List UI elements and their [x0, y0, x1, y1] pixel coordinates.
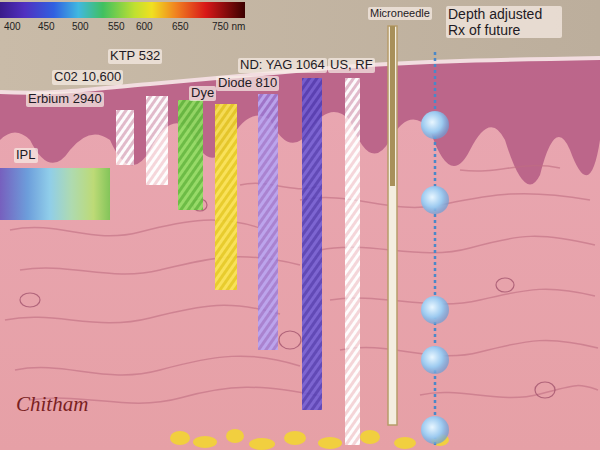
device-label: Dye [189, 86, 216, 101]
wavelength-tick: 500 [72, 21, 89, 33]
wavelength-tick: 550 [108, 21, 125, 33]
watermark: Chitham [16, 392, 88, 416]
wavelength-tick: 450 [38, 21, 55, 33]
device-label: Depth adjusted Rx of future [446, 6, 562, 38]
device-label: Microneedle [368, 7, 432, 20]
wavelength-tick: 750 nm [212, 21, 245, 33]
device-label: IPL [14, 148, 38, 163]
device-label: Erbium 2940 [26, 92, 104, 107]
device-label: C02 10,600 [52, 70, 123, 85]
device-label: US, RF [328, 58, 375, 73]
wavelength-tick: 400 [4, 21, 21, 33]
wavelength-tick: 650 [172, 21, 189, 33]
device-label: ND: YAG 1064 [238, 58, 327, 73]
wavelength-tick: 600 [136, 21, 153, 33]
device-label: KTP 532 [108, 49, 162, 64]
device-label: Diode 810 [216, 76, 279, 91]
